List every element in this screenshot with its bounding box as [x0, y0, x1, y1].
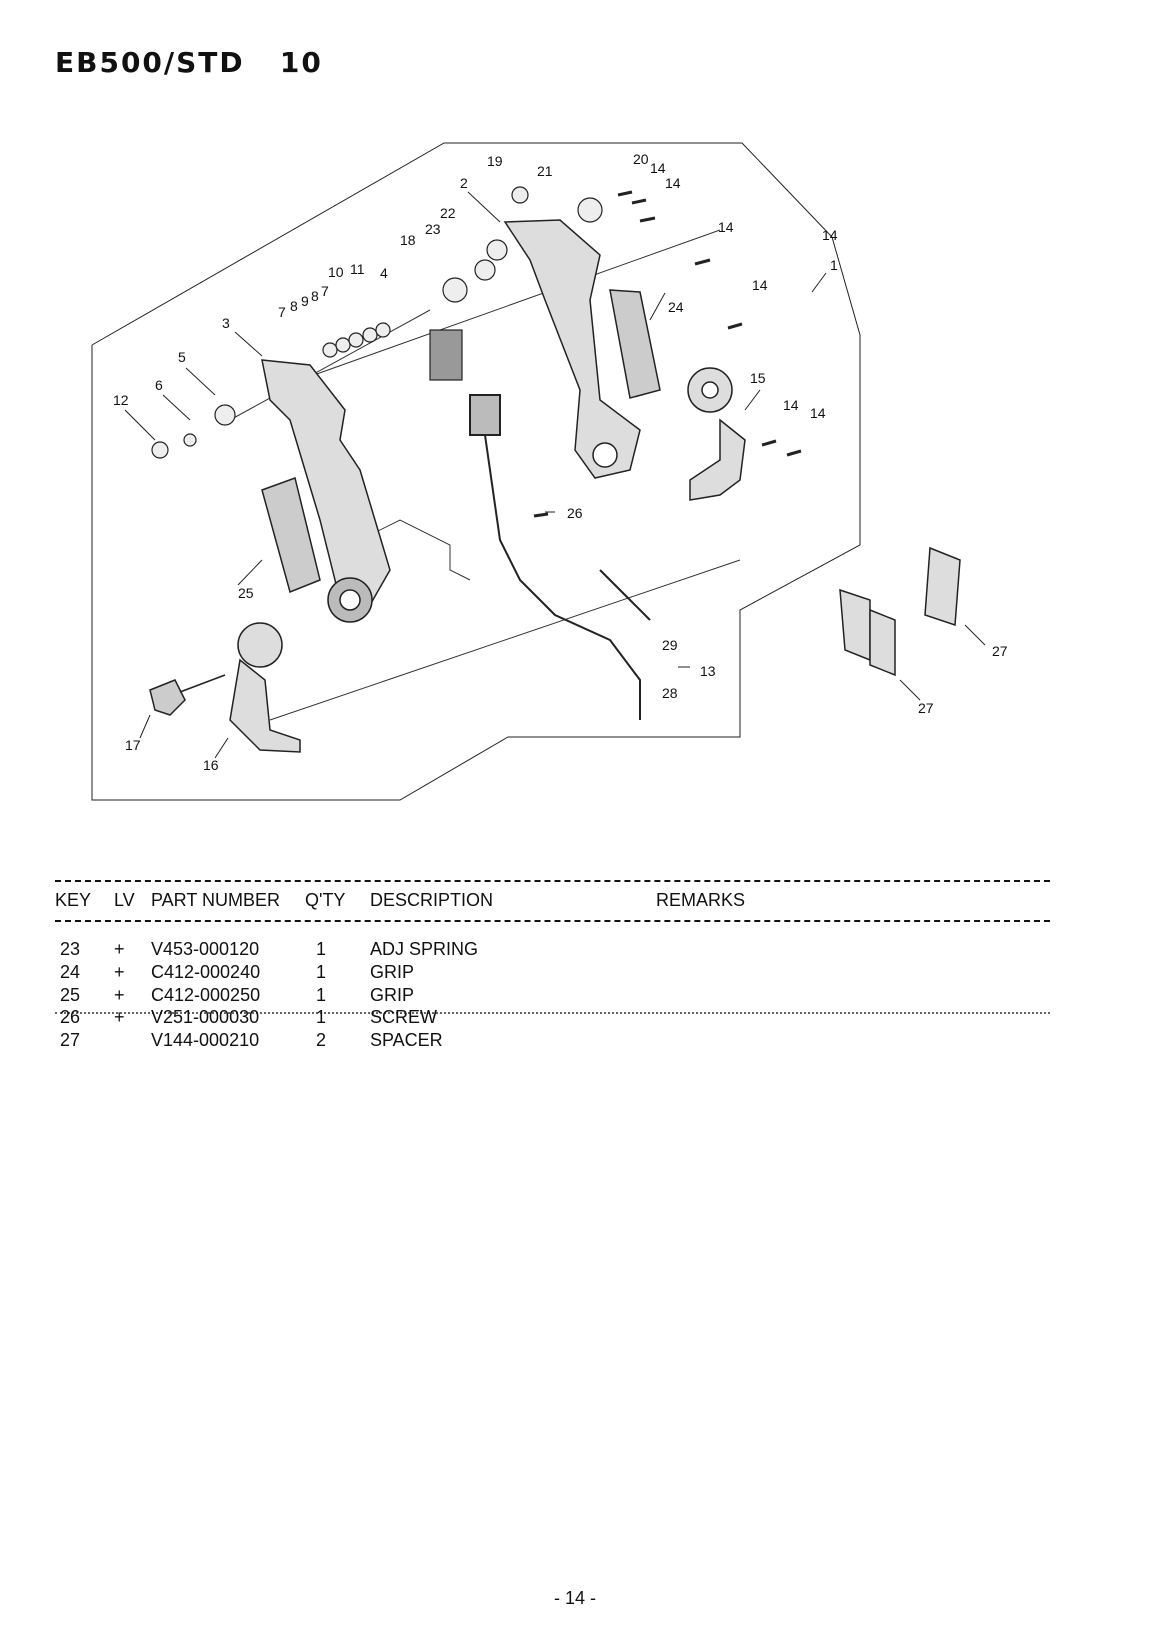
cell-lv: +: [114, 985, 125, 1005]
callout-label: 14: [650, 160, 666, 176]
callout-label: 14: [752, 277, 768, 293]
callout-label: 8: [290, 298, 298, 314]
callout-label: 20: [633, 151, 649, 167]
callout-label: 9: [301, 293, 309, 309]
spacer-parts-27: [839, 546, 961, 677]
small-parts-stack: [151, 186, 603, 459]
callout-label: 17: [125, 737, 141, 753]
callout-label: 10: [328, 264, 344, 280]
knob-part-17: [149, 674, 226, 716]
lower-handle-part: [261, 359, 391, 623]
callout-label: 13: [700, 663, 716, 679]
screws: [533, 190, 802, 518]
callout-label: 11: [350, 261, 365, 277]
callout-label: 14: [810, 405, 826, 421]
callout-label: 14: [822, 227, 838, 243]
table-row: 26 + V251-000030 1 SCREW: [0, 1007, 1150, 1029]
callout-label: 24: [668, 299, 684, 315]
cell-description: GRIP: [370, 962, 415, 982]
cell-key: 26: [60, 1007, 81, 1027]
bracket-part-16: [229, 622, 301, 753]
page-number: - 14 -: [553, 1588, 596, 1608]
cell-part-number: C412-000250: [151, 985, 261, 1005]
diagram-frame: [91, 142, 861, 801]
callout-label: 22: [440, 205, 456, 221]
row-separator-dotted: [55, 1012, 1050, 1014]
cell-key: 24: [60, 962, 81, 982]
cell-key: 27: [60, 1030, 81, 1050]
table-row: 25 + C412-000250 1 GRIP: [0, 985, 1150, 1007]
cell-part-number: V453-000120: [151, 939, 260, 959]
callout-label: 14: [718, 219, 734, 235]
callout-label: 16: [203, 757, 219, 773]
table-top-rule: [55, 880, 1050, 882]
cell-description: GRIP: [370, 985, 415, 1005]
cell-qty: 1: [316, 985, 327, 1005]
cell-lv: +: [114, 962, 125, 982]
callout-label: 12: [113, 392, 129, 408]
callout-label: 23: [425, 221, 441, 237]
cell-part-number: V251-000030: [151, 1007, 260, 1027]
exploded-parts-diagram: 1 2 3 4 5 6 7 8 9 8 7 10 11 12 13 14 14 …: [91, 142, 1008, 801]
callout-label: 25: [238, 585, 254, 601]
cell-key: 23: [60, 939, 81, 959]
callout-label: 18: [400, 232, 416, 248]
callout-label: 7: [278, 304, 286, 320]
header-key: KEY: [55, 890, 92, 910]
cell-qty: 1: [316, 939, 327, 959]
callout-label: 15: [750, 370, 766, 386]
cell-qty: 1: [316, 1007, 327, 1027]
header-description: DESCRIPTION: [370, 890, 494, 910]
callout-label: 3: [222, 315, 230, 331]
callout-label: 6: [155, 377, 163, 393]
page-title: EB500/STD 10: [55, 46, 323, 79]
callout-label: 26: [567, 505, 583, 521]
callout-label: 7: [321, 283, 329, 299]
cell-lv: +: [114, 1007, 125, 1027]
cell-part-number: C412-000240: [151, 962, 261, 982]
callout-label: 27: [992, 643, 1008, 659]
cell-lv: +: [114, 939, 125, 959]
header-qty: Q'TY: [305, 890, 346, 910]
throttle-cable-part-13: [469, 394, 651, 720]
table-row: 23 + V453-000120 1 ADJ SPRING: [0, 939, 1150, 961]
table-row: 27 V144-000210 2 SPACER: [0, 1030, 1150, 1052]
callout-label: 27: [918, 700, 934, 716]
callout-label: 5: [178, 349, 186, 365]
callout-label: 28: [662, 685, 678, 701]
callout-label: 29: [662, 637, 678, 653]
cell-key: 25: [60, 985, 81, 1005]
header-lv: LV: [114, 890, 135, 910]
cell-description: ADJ SPRING: [370, 939, 479, 959]
callout-label: 1: [830, 257, 838, 273]
cell-description: SPACER: [370, 1030, 443, 1050]
callout-label: 19: [487, 153, 503, 169]
header-part-number: PART NUMBER: [151, 890, 281, 910]
callout-labels: 1 2 3 4 5 6 7 8 9 8 7 10 11 12 13 14 14 …: [113, 151, 1008, 773]
callout-label: 14: [783, 397, 799, 413]
leader-lines: [124, 191, 986, 759]
callout-label: 4: [380, 265, 388, 281]
callout-label: 21: [537, 163, 553, 179]
cell-description: SCREW: [370, 1007, 437, 1027]
header-remarks: REMARKS: [656, 890, 746, 910]
bracket-part-15: [687, 367, 746, 501]
handle-housing-part: [503, 219, 641, 479]
grip-parts: [261, 289, 661, 594]
callout-label: 2: [460, 175, 468, 191]
table-header-rule: [55, 920, 1050, 922]
cell-qty: 1: [316, 962, 327, 982]
cell-part-number: V144-000210: [151, 1030, 260, 1050]
table-row: 24 + C412-000240 1 GRIP: [0, 962, 1150, 984]
callout-label: 14: [665, 175, 681, 191]
assembly-guide-lines: [229, 229, 741, 746]
callout-label: 8: [311, 288, 319, 304]
cell-qty: 2: [316, 1030, 327, 1050]
